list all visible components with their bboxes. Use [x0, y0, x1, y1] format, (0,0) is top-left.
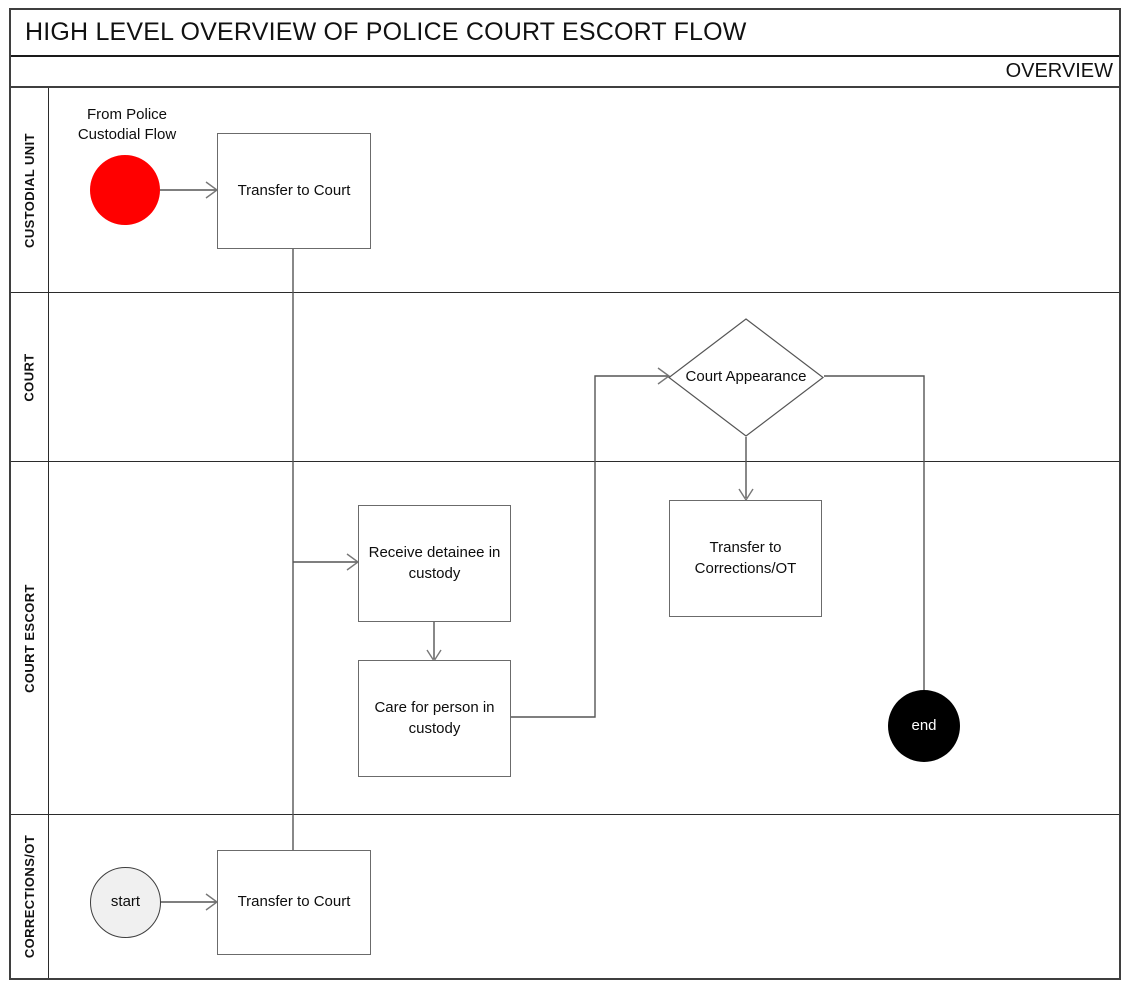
swimlane-header-custodial-unit: CUSTODIAL UNIT [11, 88, 49, 292]
decision-court-appearance[interactable]: Court Appearance [668, 318, 824, 437]
swimlane-custodial-unit: CUSTODIAL UNIT [11, 88, 1119, 293]
page-subtitle: OVERVIEW [1005, 60, 1113, 82]
swimlane-header-court-escort: COURT ESCORT [11, 462, 49, 814]
process-care-for-person-in-custody[interactable]: Care for person in custody [358, 660, 511, 777]
swimlane-label-corrections-ot: CORRECTIONS/OT [22, 834, 38, 959]
start-terminator-red[interactable] [90, 155, 160, 225]
page-title: HIGH LEVEL OVERVIEW OF POLICE COURT ESCO… [25, 18, 747, 46]
swimlane-court: COURT [11, 293, 1119, 462]
start-terminator[interactable]: start [90, 867, 161, 938]
swimlane-corrections-ot: CORRECTIONS/OT [11, 815, 1119, 978]
swimlane-label-custodial-unit: CUSTODIAL UNIT [22, 132, 37, 248]
decision-diamond-shape [668, 318, 824, 437]
process-receive-detainee-in-custody[interactable]: Receive detainee in custody [358, 505, 511, 622]
process-transfer-to-corrections-ot[interactable]: Transfer to Corrections/OT [669, 500, 822, 617]
label-from-police-custodial-flow: From Police Custodial Flow [77, 106, 177, 144]
swimlane-header-court: COURT [11, 293, 49, 461]
swimlane-label-court: COURT [22, 352, 37, 402]
swimlane-court-escort: COURT ESCORT [11, 462, 1119, 815]
process-transfer-to-court-custodial[interactable]: Transfer to Court [217, 133, 371, 249]
end-terminator[interactable]: end [888, 690, 960, 762]
process-transfer-to-court-corrections[interactable]: Transfer to Court [217, 850, 371, 955]
title-band: HIGH LEVEL OVERVIEW OF POLICE COURT ESCO… [11, 10, 1119, 57]
swimlane-header-corrections-ot: CORRECTIONS/OT [11, 815, 49, 978]
subtitle-band: OVERVIEW [11, 57, 1119, 88]
diagram-frame [9, 8, 1121, 980]
swimlane-label-court-escort: COURT ESCORT [22, 583, 37, 693]
